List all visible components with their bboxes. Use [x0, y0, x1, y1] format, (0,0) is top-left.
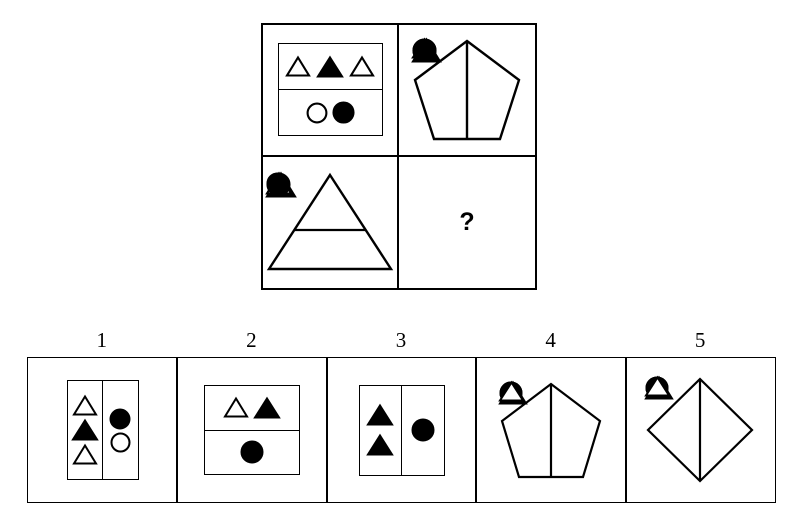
rectangle-figure: [277, 43, 383, 137]
pentagon-contents: [498, 380, 603, 480]
shape-group: [70, 394, 99, 465]
answer-option-5[interactable]: [624, 357, 777, 503]
answer-options-row: [27, 357, 777, 503]
triangle-outline-shape: [349, 55, 375, 77]
shape-group: [366, 403, 395, 456]
answer-label-3: 3: [395, 328, 407, 352]
answer-label-4: 4: [545, 328, 556, 352]
triangle-filled-shape: [253, 396, 281, 419]
answer-number-labels: 1 2 3 4 5: [27, 325, 775, 355]
figure-part-left: [68, 381, 103, 479]
question-mark: ?: [459, 207, 475, 236]
answer-option-2[interactable]: [176, 357, 328, 503]
matrix-cell-1-2[interactable]: [399, 25, 535, 157]
figure-part-right: [401, 385, 444, 475]
figure-part-left: [360, 386, 402, 475]
answer-label-5: 5: [694, 328, 706, 352]
triangle-filled-shape: [316, 55, 344, 78]
pentagon-contents: [411, 37, 522, 142]
triangle-outline-shape: [285, 55, 311, 77]
diamond-outline-icon: [646, 377, 755, 483]
triangle-figure: [265, 171, 394, 272]
shape-group: [109, 408, 131, 453]
diamond-figure: [644, 375, 755, 484]
figure-part-bottom: [266, 172, 394, 272]
answer-label-2: 2: [246, 328, 257, 352]
pentagon-outline-icon: [413, 39, 521, 140]
problem-matrix: ?: [261, 23, 537, 290]
answer-option-3[interactable]: [325, 357, 478, 503]
shape-group: [223, 396, 281, 419]
rectangle-figure: [358, 384, 445, 476]
pentagon-figure: [498, 380, 603, 480]
matrix-cell-2-1[interactable]: [263, 156, 399, 288]
triangle-outline-icon: [266, 173, 394, 271]
circle-filled-shape: [240, 440, 264, 464]
triangle-filled-shape: [366, 433, 395, 456]
triangle-outline-shape: [71, 443, 98, 465]
answer-option-1[interactable]: [27, 357, 179, 503]
figure-part-top: [279, 44, 382, 89]
rectangle-figure: [204, 385, 301, 475]
circle-filled-shape: [411, 418, 435, 442]
matrix-cell-1-1[interactable]: [263, 25, 399, 157]
figure-part-right: [498, 380, 603, 480]
shape-group: [306, 101, 355, 124]
figure-part-right: [644, 375, 755, 484]
triangle-filled-shape: [70, 418, 99, 441]
figure-part-top: [205, 386, 299, 430]
matrix-cell-2-2[interactable]: ?: [399, 157, 535, 289]
triangle-contents: [265, 171, 394, 272]
circle-filled-shape: [109, 408, 131, 430]
triangle-filled-shape: [366, 403, 395, 426]
shape-group: [240, 440, 264, 464]
figure-part-right: [102, 381, 138, 479]
figure-part-bottom: [205, 429, 300, 475]
diamond-contents: [644, 375, 755, 484]
circle-filled-shape: [331, 101, 355, 124]
answer-option-4[interactable]: [475, 357, 627, 503]
circle-outline-shape: [110, 432, 131, 453]
triangle-outline-shape: [71, 394, 98, 416]
figure-part-bottom: [278, 89, 382, 135]
shape-group: [411, 418, 435, 442]
answer-label-1: 1: [96, 328, 108, 352]
circle-outline-shape: [306, 102, 328, 124]
pentagon-outline-icon: [500, 382, 602, 478]
figure-part-right: [412, 38, 522, 142]
pentagon-figure: [411, 37, 522, 142]
triangle-outline-shape: [223, 396, 249, 418]
shape-group: [285, 55, 375, 78]
rectangle-figure: [66, 380, 139, 480]
